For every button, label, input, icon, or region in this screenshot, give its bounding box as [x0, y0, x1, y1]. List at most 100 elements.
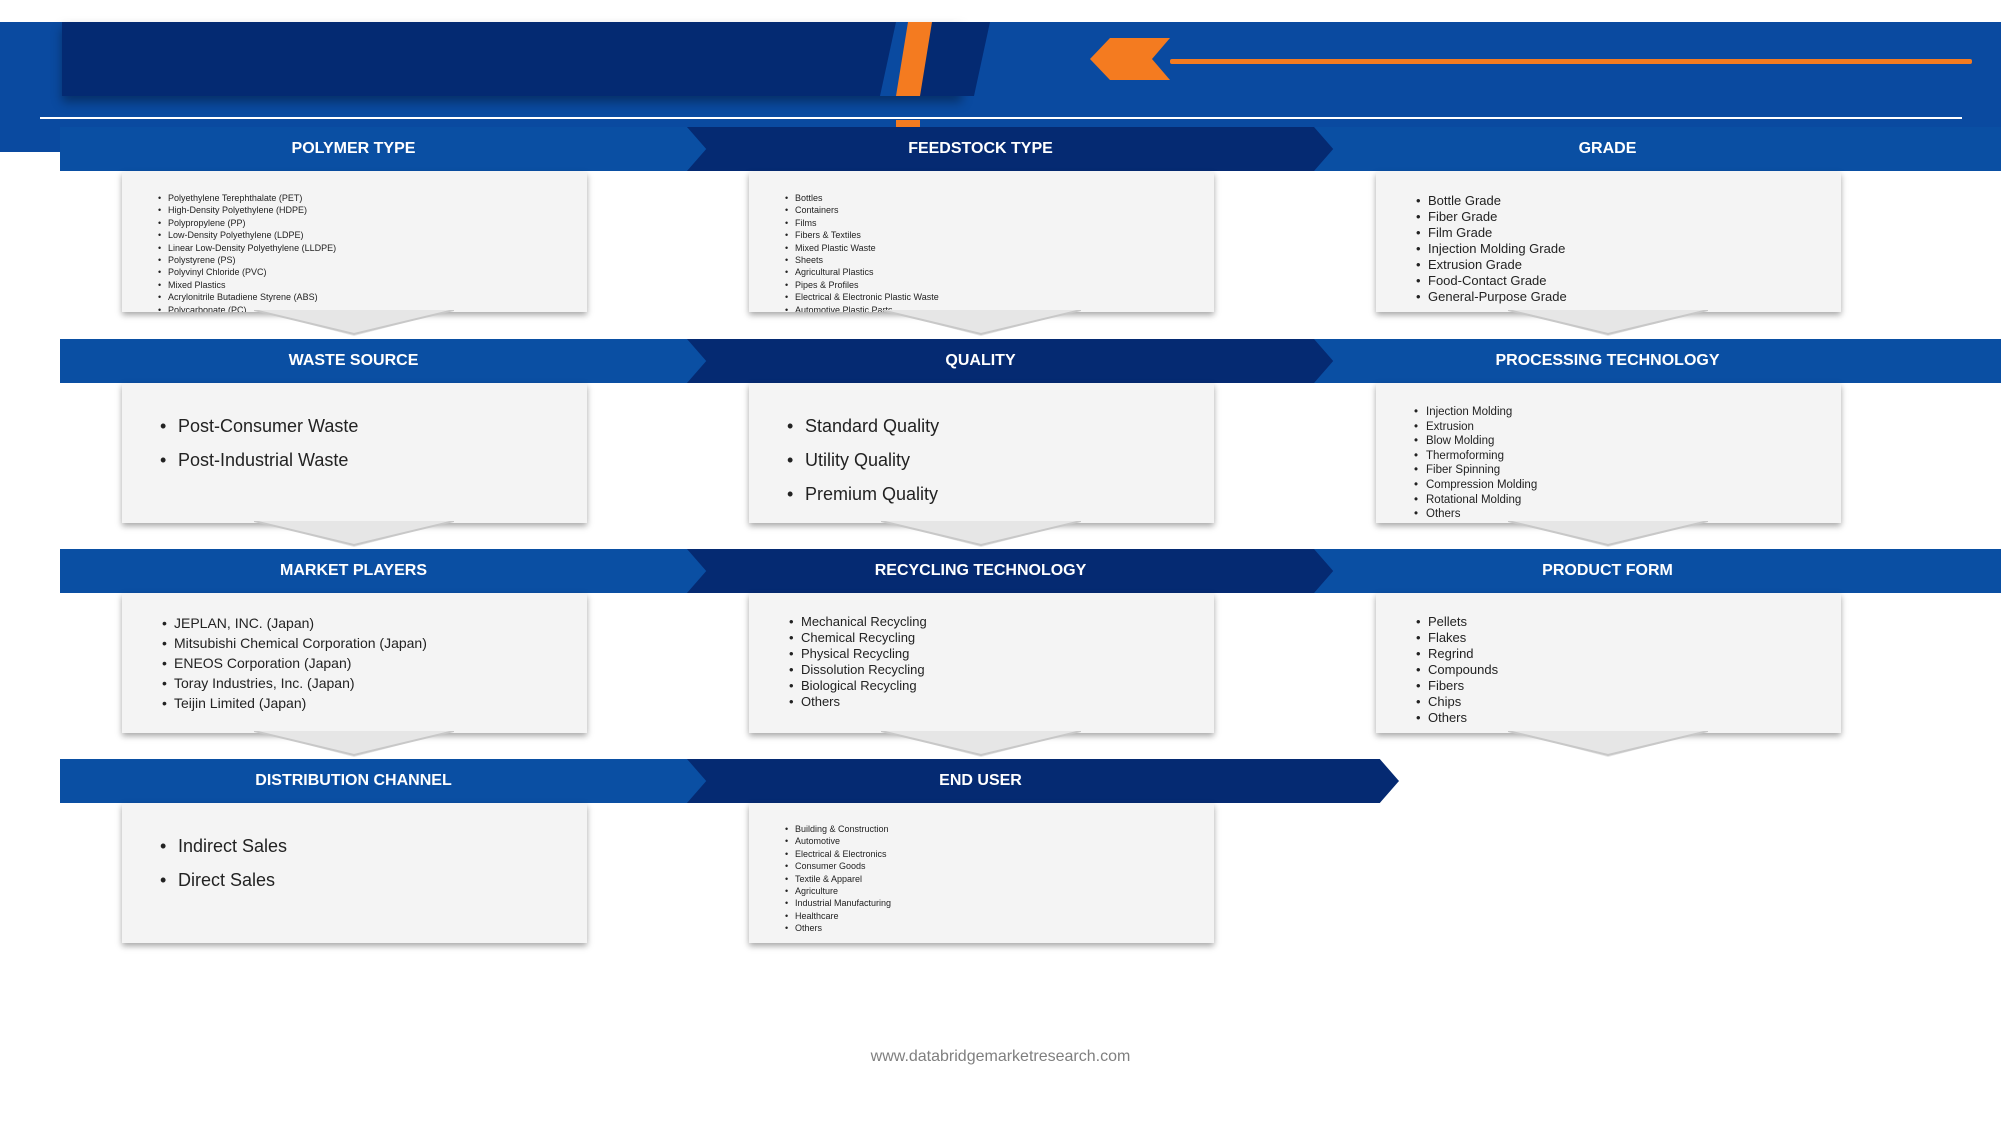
segment-waste-source	[60, 339, 766, 383]
segment-feedstock-type	[687, 127, 1399, 171]
list-item: Others	[1414, 507, 1841, 522]
list-item: Textile & Apparel	[785, 873, 1214, 886]
segment-title: DISTRIBUTION CHANNEL	[255, 772, 452, 789]
item-list: JEPLAN, INC. (Japan)Mitsubishi Chemical …	[122, 593, 587, 713]
segment-polymer-type	[60, 127, 766, 171]
card-polymer-type: Polyethylene Terephthalate (PET)High-Den…	[122, 172, 587, 312]
card-end-user: Building & ConstructionAutomotiveElectri…	[749, 803, 1214, 943]
list-item: Chips	[1416, 694, 1841, 710]
list-item: High-Density Polyethylene (HDPE)	[158, 204, 587, 217]
list-item: Standard Quality	[787, 409, 1214, 443]
list-item: Regrind	[1416, 646, 1841, 662]
list-item: JEPLAN, INC. (Japan)	[162, 613, 587, 633]
segment-quality	[687, 339, 1399, 383]
card-quality: Standard QualityUtility QualityPremium Q…	[749, 383, 1214, 523]
list-item: Mixed Plastics	[158, 279, 587, 292]
segment-recycling-technology	[687, 549, 1399, 593]
item-list: Polyethylene Terephthalate (PET)High-Den…	[122, 172, 587, 312]
chevron-down-icon	[1508, 731, 1708, 757]
list-item: Electrical & Electronic Plastic Waste	[785, 291, 1214, 304]
chevron-down-icon	[254, 731, 454, 757]
segment-title: GRADE	[1578, 140, 1637, 157]
list-item: Acrylonitrile Butadiene Styrene (ABS)	[158, 291, 587, 304]
list-item: Teijin Limited (Japan)	[162, 693, 587, 713]
row-4: DISTRIBUTION CHANNEL END USER	[60, 759, 1399, 803]
list-item: Extrusion	[1414, 420, 1841, 435]
item-list: Mechanical RecyclingChemical RecyclingPh…	[749, 593, 1214, 710]
list-item: Bottle Grade	[1416, 193, 1841, 209]
segment-title: FEEDSTOCK TYPE	[908, 140, 1053, 157]
list-item: Polyethylene Terephthalate (PET)	[158, 192, 587, 205]
list-item: Utility Quality	[787, 443, 1214, 477]
list-item: Blow Molding	[1414, 434, 1841, 449]
list-item: Polycarbonate (PC)	[158, 304, 587, 312]
segment-market-players	[60, 549, 766, 593]
list-item: Fiber Spinning	[1414, 463, 1841, 478]
list-item: Food-Contact Grade	[1416, 273, 1841, 289]
list-item: Post-Consumer Waste	[160, 409, 587, 443]
list-item: Flakes	[1416, 630, 1841, 646]
row-1: POLYMER TYPE FEEDSTOCK TYPE GRADE	[60, 127, 2001, 171]
list-item: Injection Molding Grade	[1416, 241, 1841, 257]
row-3: MARKET PLAYERS RECYCLING TECHNOLOGY PROD…	[60, 549, 2001, 593]
segment-product-form	[1314, 549, 2001, 593]
list-item: General-Purpose Grade	[1416, 289, 1841, 305]
list-item: Post-Industrial Waste	[160, 443, 587, 477]
list-item: Injection Molding	[1414, 405, 1841, 420]
chevron-down-icon	[881, 731, 1081, 757]
card-feedstock-type: BottlesContainersFilmsFibers & TextilesM…	[749, 172, 1214, 312]
list-item: Mixed Plastic Waste	[785, 242, 1214, 255]
chevron-down-icon	[881, 310, 1081, 336]
list-item: Indirect Sales	[160, 829, 587, 863]
list-item: Healthcare	[785, 910, 1214, 923]
list-item: Linear Low-Density Polyethylene (LLDPE)	[158, 242, 587, 255]
list-item: Films	[785, 217, 1214, 230]
list-item: Electrical & Electronics	[785, 848, 1214, 861]
chevron-down-icon	[1508, 521, 1708, 547]
list-item: Bottles	[785, 192, 1214, 205]
list-item: Extrusion Grade	[1416, 257, 1841, 273]
card-distribution-channel: Indirect SalesDirect Sales	[122, 803, 587, 943]
item-list: Post-Consumer WastePost-Industrial Waste	[122, 383, 587, 477]
segment-distribution-channel	[60, 759, 766, 803]
card-grade: Bottle GradeFiber GradeFilm GradeInjecti…	[1376, 172, 1841, 312]
list-item: Biological Recycling	[789, 678, 1214, 694]
footer-url[interactable]: www.databridgemarketresearch.com	[870, 1048, 1131, 1065]
card-waste-source: Post-Consumer WastePost-Industrial Waste	[122, 383, 587, 523]
list-item: Consumer Goods	[785, 860, 1214, 873]
list-item: Fibers	[1416, 678, 1841, 694]
segment-title: PROCESSING TECHNOLOGY	[1495, 352, 1720, 369]
list-item: Automotive Plastic Parts	[785, 304, 1214, 312]
list-item: Agricultural Plastics	[785, 266, 1214, 279]
orange-arrow-icon	[1090, 38, 1170, 80]
list-item: Others	[785, 922, 1214, 935]
list-item: Direct Sales	[160, 863, 587, 897]
list-item: Agriculture	[785, 885, 1214, 898]
list-item: Mechanical Recycling	[789, 614, 1214, 630]
segment-processing-technology	[1314, 339, 2001, 383]
list-item: Pellets	[1416, 614, 1841, 630]
list-item: Fiber Grade	[1416, 209, 1841, 225]
header-title-panel	[62, 22, 962, 96]
list-item: Rotational Molding	[1414, 493, 1841, 508]
list-item: Compounds	[1416, 662, 1841, 678]
list-item: Chemical Recycling	[789, 630, 1214, 646]
header-divider	[40, 117, 1962, 119]
segment-title: RECYCLING TECHNOLOGY	[874, 562, 1087, 579]
list-item: Toray Industries, Inc. (Japan)	[162, 673, 587, 693]
list-item: Sheets	[785, 254, 1214, 267]
list-item: Containers	[785, 204, 1214, 217]
segment-title: PRODUCT FORM	[1542, 562, 1673, 579]
list-item: Film Grade	[1416, 225, 1841, 241]
list-item: Dissolution Recycling	[789, 662, 1214, 678]
card-processing-technology: Injection MoldingExtrusionBlow MoldingTh…	[1376, 383, 1841, 523]
list-item: Thermoforming	[1414, 449, 1841, 464]
item-list: BottlesContainersFilmsFibers & TextilesM…	[749, 172, 1214, 312]
list-item: Building & Construction	[785, 823, 1214, 836]
list-item: Low-Density Polyethylene (LDPE)	[158, 229, 587, 242]
header-orange-line	[1170, 59, 1972, 64]
segment-title: QUALITY	[945, 352, 1016, 369]
segment-title: END USER	[939, 772, 1022, 789]
list-item: Pipes & Profiles	[785, 279, 1214, 292]
list-item: Physical Recycling	[789, 646, 1214, 662]
